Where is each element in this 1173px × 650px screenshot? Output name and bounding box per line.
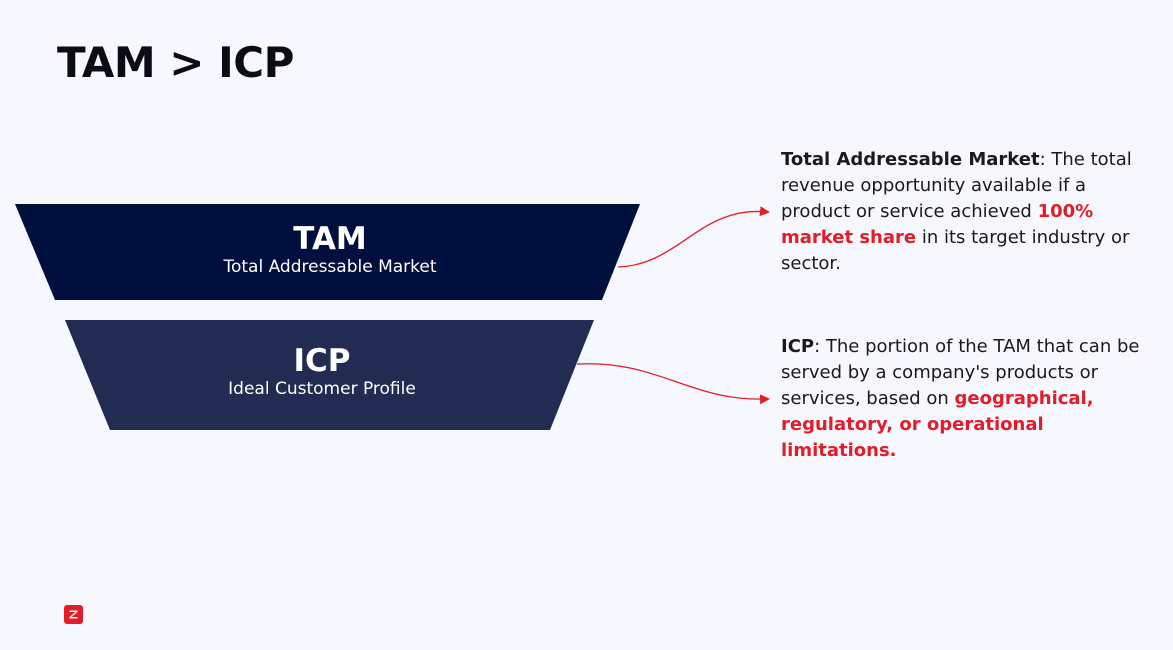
icp-arrow-connector <box>576 363 770 405</box>
icp-desc-term: ICP <box>781 336 815 357</box>
tam-description: Total Addressable Market: The total reve… <box>781 147 1151 277</box>
tam-desc-highlight: 100% market share <box>781 201 1094 248</box>
tam-label: TAM Total Addressable Market <box>130 222 530 278</box>
tam-desc-text-end: in its target industry or sector. <box>781 227 1130 274</box>
icp-desc-highlight: geographical, regulatory, or operational… <box>781 388 1094 461</box>
icp-full-name: Ideal Customer Profile <box>228 379 416 400</box>
icp-label: ICP Ideal Customer Profile <box>122 344 522 400</box>
tam-abbr: TAM <box>293 221 367 257</box>
icp-abbr: ICP <box>293 343 351 379</box>
tam-desc-text: : The total revenue opportunity availabl… <box>781 149 1132 222</box>
tam-full-name: Total Addressable Market <box>223 257 437 278</box>
icp-description: ICP: The portion of the TAM that can be … <box>781 334 1151 464</box>
tam-arrow-connector <box>617 206 770 268</box>
tam-desc-term: Total Addressable Market <box>781 149 1040 170</box>
page-title: TAM > ICP <box>57 38 294 87</box>
tam-funnel-layer <box>15 204 640 300</box>
icp-desc-text: : The portion of the TAM that can be ser… <box>781 336 1140 409</box>
icp-funnel-layer <box>65 320 594 430</box>
zoominfo-logo-icon <box>64 605 83 624</box>
